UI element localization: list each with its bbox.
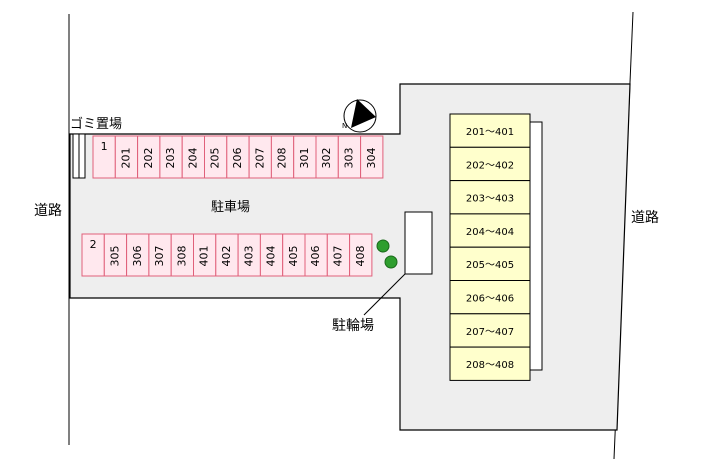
parking-space-label: 403 bbox=[242, 246, 255, 267]
building-unit: 205～405 bbox=[449, 246, 531, 281]
parking-space-label: 407 bbox=[331, 246, 344, 267]
parking-space: 303 bbox=[337, 135, 362, 179]
parking-space: 208 bbox=[270, 135, 295, 179]
parking-space-label: 205 bbox=[209, 148, 222, 169]
parking-space: 301 bbox=[293, 135, 317, 179]
parking-space-label: 404 bbox=[265, 246, 278, 267]
parking-space: 206 bbox=[226, 135, 250, 179]
parking-space: 201 bbox=[114, 135, 139, 179]
parking-space: 408 bbox=[349, 233, 373, 277]
building-unit: 201～401 bbox=[449, 113, 531, 148]
parking-space-label: 2 bbox=[90, 238, 97, 251]
parking-space-label: 301 bbox=[298, 148, 311, 169]
building-unit-label: 208～408 bbox=[466, 360, 514, 371]
parking-space-label: 402 bbox=[220, 246, 233, 267]
building-unit: 203～403 bbox=[449, 180, 531, 215]
building-unit-label: 202～402 bbox=[466, 160, 514, 171]
parking-space: 404 bbox=[259, 233, 284, 277]
building-balcony bbox=[529, 121, 543, 371]
compass-icon: N bbox=[342, 99, 377, 133]
parking-space: 405 bbox=[282, 233, 306, 277]
parking-space-label: 304 bbox=[365, 148, 378, 169]
parking-space-label: 408 bbox=[354, 246, 367, 267]
parking-row-top: 1 201 202 203 204 205 206 207 208 301 302 303 304 bbox=[92, 135, 384, 179]
road-left-label: 道路 bbox=[34, 203, 62, 219]
building-unit: 207～407 bbox=[449, 313, 531, 348]
parking-space-label: 208 bbox=[276, 148, 289, 169]
parking-space-label: 405 bbox=[287, 246, 300, 267]
parking-space-label: 308 bbox=[175, 246, 188, 267]
road-right-label: 道路 bbox=[631, 210, 659, 226]
building-unit-label: 201～401 bbox=[466, 127, 514, 138]
parking-space: 204 bbox=[181, 135, 205, 179]
parking-space: 202 bbox=[137, 135, 161, 179]
parking-space: 307 bbox=[148, 233, 172, 277]
parking-space-label: 203 bbox=[164, 148, 177, 169]
bicycle-label: 駐輪場 bbox=[332, 317, 374, 334]
parking-space-label: 401 bbox=[198, 246, 211, 267]
building-unit-label: 204～404 bbox=[466, 227, 514, 238]
parking-space-label: 303 bbox=[342, 148, 355, 169]
bicycle-parking-area bbox=[404, 211, 433, 275]
parking-space: 407 bbox=[326, 233, 351, 277]
parking-space-label: 206 bbox=[231, 148, 244, 169]
parking-space: 207 bbox=[248, 135, 272, 179]
parking-space: 305 bbox=[103, 233, 128, 277]
parking-space: 403 bbox=[237, 233, 261, 277]
building-unit: 202～402 bbox=[449, 146, 531, 182]
garbage-area bbox=[72, 133, 86, 179]
parking-space-label: 204 bbox=[186, 148, 199, 169]
compass-north-label: N bbox=[342, 122, 347, 130]
parking-space: 306 bbox=[126, 233, 150, 277]
parking-space: 401 bbox=[193, 233, 217, 277]
building-unit-label: 206～406 bbox=[466, 294, 514, 305]
parking-row-bottom: 2 305 306 307 308 401 402 403 404 405 406 407 408 bbox=[81, 233, 373, 277]
parking-space-label: 307 bbox=[153, 246, 166, 267]
parking-space: 304 bbox=[360, 135, 384, 179]
parking-space: 308 bbox=[170, 233, 194, 277]
parking-space-label: 201 bbox=[119, 148, 132, 169]
garbage-label: ゴミ置場 bbox=[70, 116, 122, 132]
building: 201～401 202～402 203～403 204～404 205～405 206～4… bbox=[449, 113, 531, 381]
bicycle-leader-line bbox=[363, 273, 406, 316]
parking-space-label: 406 bbox=[309, 246, 322, 267]
parking-space: 1 bbox=[92, 135, 116, 179]
parking-label: 駐車場 bbox=[211, 200, 250, 215]
parking-space-label: 302 bbox=[320, 148, 333, 169]
parking-space: 205 bbox=[204, 135, 228, 179]
tree-icon bbox=[384, 255, 398, 269]
parking-space-label: 207 bbox=[253, 148, 266, 169]
parking-space: 203 bbox=[159, 135, 183, 179]
tree-icon bbox=[376, 239, 390, 253]
building-unit: 206～406 bbox=[449, 280, 531, 315]
parking-space-label: 1 bbox=[101, 140, 108, 153]
parking-space-label: 306 bbox=[131, 246, 144, 267]
building-unit-label: 203～403 bbox=[466, 194, 514, 205]
building-unit: 204～404 bbox=[449, 213, 531, 248]
building-unit-label: 205～405 bbox=[466, 260, 514, 271]
parking-space-label: 305 bbox=[108, 246, 121, 267]
parking-space: 302 bbox=[315, 135, 339, 179]
parking-space-label: 202 bbox=[142, 148, 155, 169]
parking-space: 406 bbox=[304, 233, 328, 277]
building-unit: 208～408 bbox=[449, 346, 531, 381]
parking-space: 402 bbox=[215, 233, 239, 277]
parking-space: 2 bbox=[81, 233, 105, 277]
building-unit-label: 207～407 bbox=[466, 327, 514, 338]
